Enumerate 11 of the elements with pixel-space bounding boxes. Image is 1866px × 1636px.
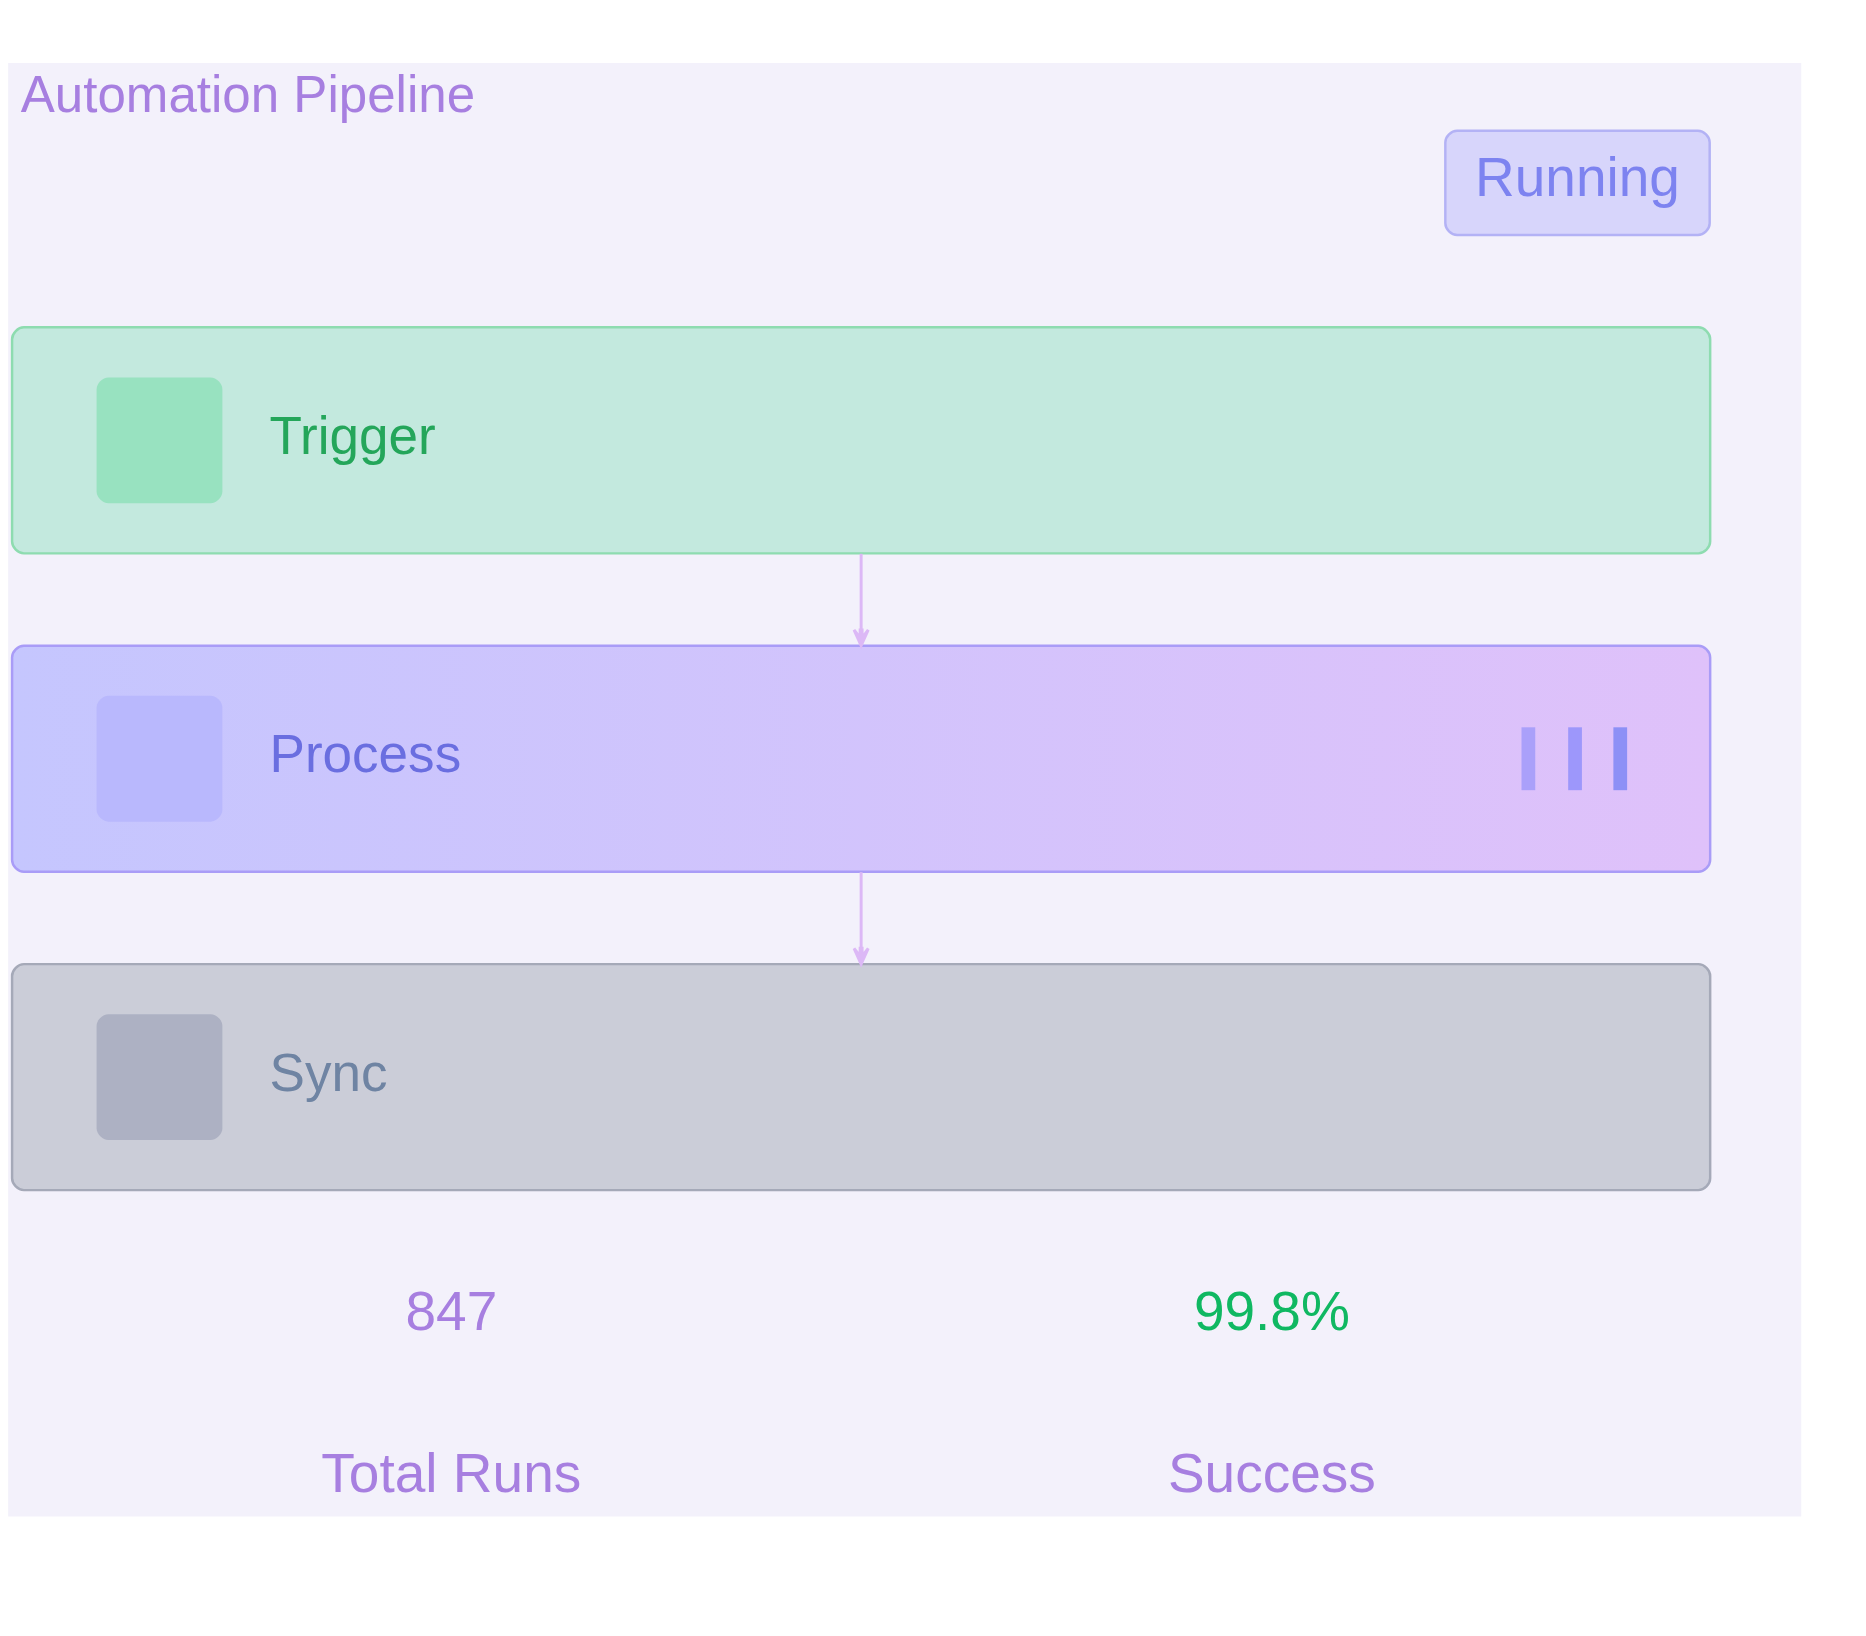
diagram-title: Automation Pipeline [20, 65, 476, 123]
node-box: Sync [10, 962, 1712, 1192]
arrow [852, 872, 870, 966]
node-box: Process [10, 644, 1712, 873]
label: 99.8% [1193, 1280, 1350, 1343]
label: Total Runs [321, 1441, 582, 1504]
arrow [852, 553, 870, 648]
node-box: Running [1444, 129, 1711, 237]
label: 847 [405, 1280, 498, 1343]
node-box: Trigger [10, 326, 1712, 555]
label: Success [1167, 1441, 1376, 1504]
